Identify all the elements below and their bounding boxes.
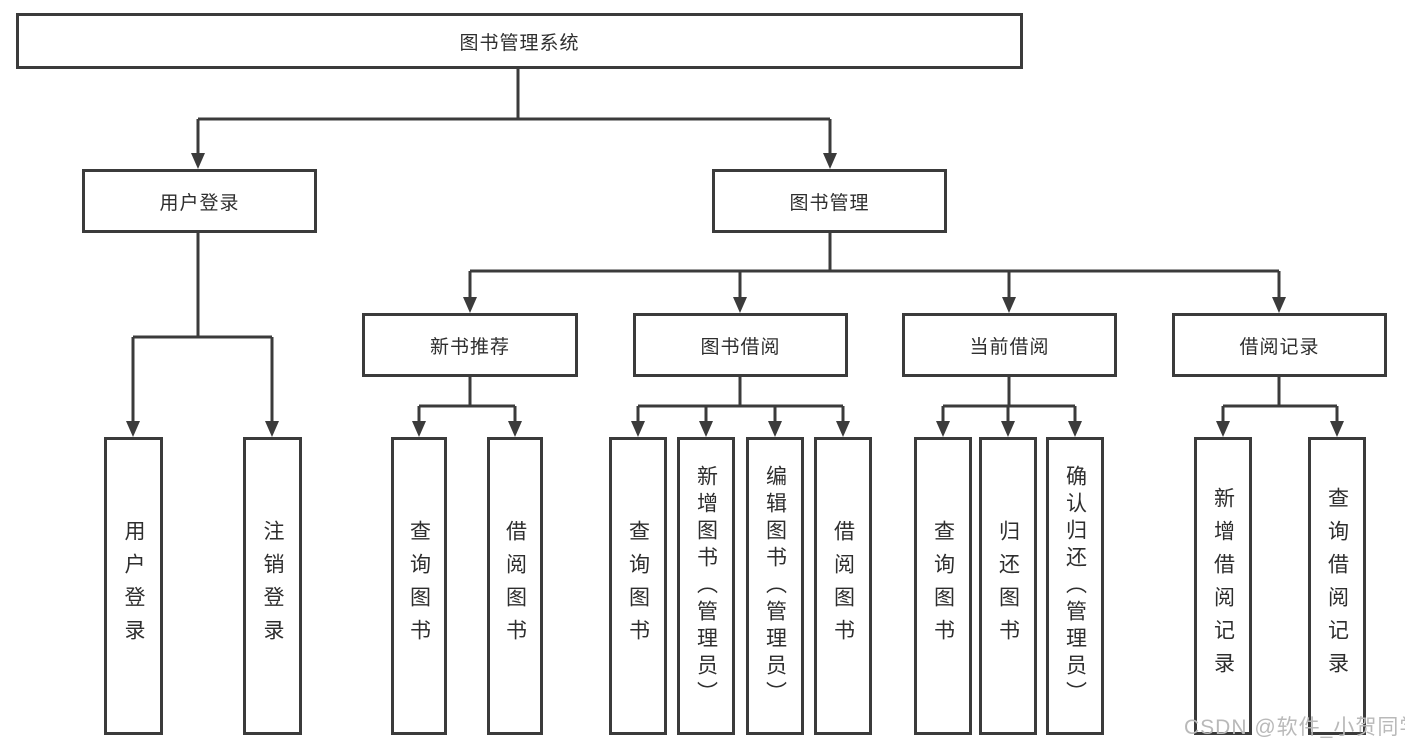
leaf-recommend-query-books: 查询图书 [391,437,447,735]
connector-root-to-branches [191,69,837,169]
leaf-borrowing-borrow-books-label: 借阅图书 [831,520,855,652]
node-book-management-branch: 图书管理 [712,169,947,233]
leaf-borrowing-query-books: 查询图书 [609,437,667,735]
node-borrowing-records: 借阅记录 [1172,313,1387,377]
leaf-current-query-books-label: 查询图书 [931,520,955,652]
connector-borrowing-leaves [631,377,850,437]
leaf-borrowing-add-books-admin-label: 新增图书（管理员） [694,464,718,708]
leaf-records-add-record: 新增借阅记录 [1194,437,1252,735]
node-user-login-branch: 用户登录 [82,169,317,233]
connector-records-leaves [1216,377,1344,437]
connector-current-leaves [936,377,1082,437]
leaf-logout: 注销登录 [243,437,302,735]
leaf-records-query-record: 查询借阅记录 [1308,437,1366,735]
leaf-borrowing-query-books-label: 查询图书 [626,520,650,652]
leaf-current-query-books: 查询图书 [914,437,972,735]
leaf-recommend-borrow-books-label: 借阅图书 [503,520,527,652]
connector-recommend-leaves [412,377,522,437]
leaf-current-confirm-return-admin: 确认归还（管理员） [1046,437,1104,735]
leaf-user-login: 用户登录 [104,437,163,735]
leaf-recommend-query-books-label: 查询图书 [407,520,431,652]
leaf-recommend-borrow-books: 借阅图书 [487,437,543,735]
connector-management-to-sections [463,233,1286,313]
node-book-borrowing: 图书借阅 [633,313,848,377]
node-root-system: 图书管理系统 [16,13,1023,69]
node-current-borrowing: 当前借阅 [902,313,1117,377]
csdn-watermark: CSDN @软件_小贺同学 [1184,716,1405,739]
node-new-book-recommend: 新书推荐 [362,313,578,377]
leaf-records-add-record-label: 新增借阅记录 [1211,487,1235,685]
leaf-borrowing-add-books-admin: 新增图书（管理员） [677,437,735,735]
connector-login-branch [126,233,279,437]
leaf-current-confirm-return-admin-label: 确认归还（管理员） [1063,464,1087,708]
leaf-current-return-books-label: 归还图书 [996,520,1020,652]
leaf-borrowing-borrow-books: 借阅图书 [814,437,872,735]
leaf-borrowing-edit-books-admin: 编辑图书（管理员） [746,437,804,735]
leaf-user-login-label: 用户登录 [122,520,145,652]
leaf-records-query-record-label: 查询借阅记录 [1325,487,1349,685]
leaf-logout-label: 注销登录 [261,520,284,652]
leaf-current-return-books: 归还图书 [979,437,1037,735]
leaf-borrowing-edit-books-admin-label: 编辑图书（管理员） [763,464,787,708]
